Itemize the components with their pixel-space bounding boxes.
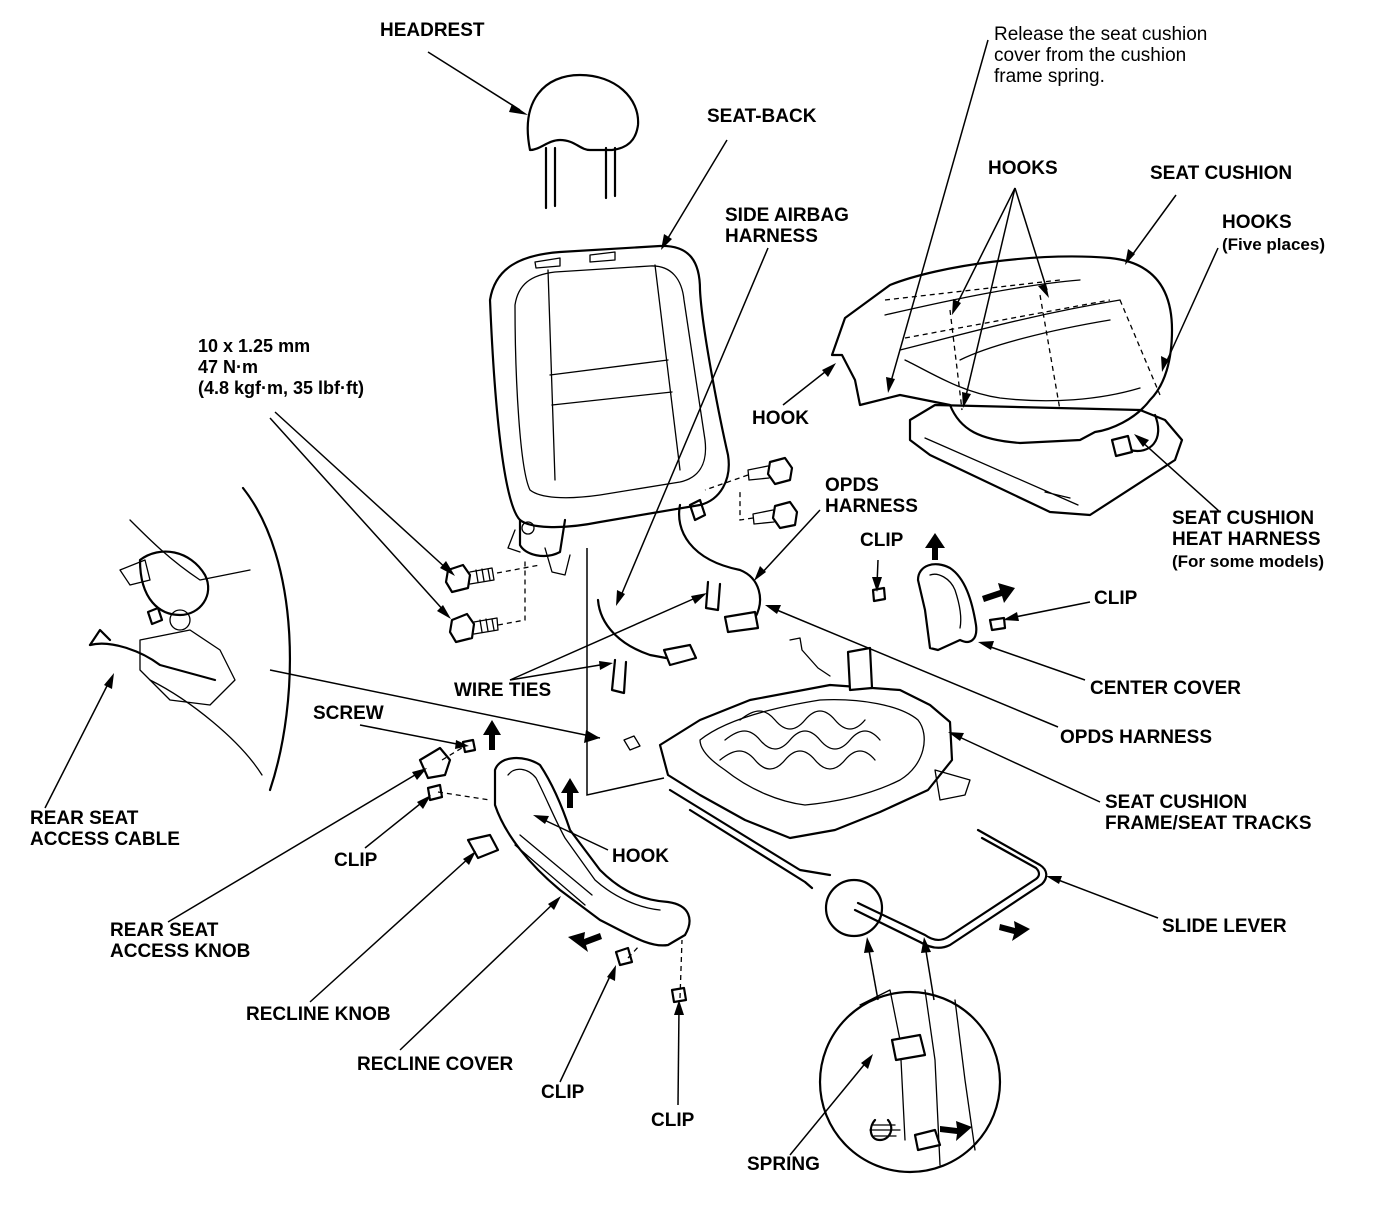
label-seat-back: SEAT-BACK	[707, 106, 817, 127]
label-clip-left: CLIP	[334, 850, 378, 871]
label-recline-knob: RECLINE KNOB	[246, 1004, 391, 1025]
side-airbag-harness-icon	[596, 503, 762, 695]
label-clip-bottom-1: CLIP	[541, 1082, 585, 1103]
label-seat-cushion-frame: SEAT CUSHION FRAME/SEAT TRACKS	[1105, 792, 1312, 834]
label-seat-cushion-heat-harness: SEAT CUSHION HEAT HARNESS	[1172, 508, 1321, 550]
label-rear-seat-access-knob: REAR SEAT ACCESS KNOB	[110, 920, 251, 962]
spring-detail-icon	[818, 989, 1002, 1174]
label-center-cover: CENTER COVER	[1090, 678, 1241, 699]
label-hook-left: HOOK	[752, 408, 809, 429]
label-hooks: HOOKS	[988, 158, 1058, 179]
note-release-cover: Release the seat cushion cover from the …	[994, 24, 1208, 87]
label-clip-right: CLIP	[1094, 588, 1138, 609]
label-headrest: HEADREST	[380, 20, 485, 41]
arrow-icon	[483, 533, 1030, 1141]
recline-cover-icon	[418, 738, 691, 1004]
center-cover-icon	[871, 563, 1007, 652]
label-five-places: (Five places)	[1222, 235, 1325, 254]
label-spring: SPRING	[747, 1154, 820, 1175]
label-hook-mid: HOOK	[612, 846, 669, 867]
label-seat-cushion: SEAT CUSHION	[1150, 163, 1293, 184]
label-recline-cover: RECLINE COVER	[357, 1054, 514, 1075]
seat-cushion-icon	[830, 255, 1184, 517]
headrest-icon	[526, 73, 640, 210]
label-rear-seat-access-cable: REAR SEAT ACCESS CABLE	[30, 808, 180, 850]
label-opds-harness-top: OPDS HARNESS	[825, 475, 918, 517]
label-side-airbag-harness: SIDE AIRBAG HARNESS	[725, 205, 849, 247]
access-cable-detail-icon	[88, 486, 292, 792]
label-slide-lever: SLIDE LEVER	[1162, 916, 1287, 937]
label-wire-ties: WIRE TIES	[454, 680, 552, 701]
cushion-frame-icon	[623, 637, 971, 890]
label-screw: SCREW	[313, 703, 384, 724]
label-clip-upper: CLIP	[860, 530, 904, 551]
leader-lines	[44, 39, 1221, 1156]
label-hooks-five: HOOKS	[1222, 212, 1292, 233]
label-for-some-models: (For some models)	[1172, 552, 1325, 571]
label-bolt-spec: 10 x 1.25 mm 47 N·m (4.8 kgf·m, 35 lbf·f…	[198, 336, 365, 398]
label-opds-harness: OPDS HARNESS	[1060, 727, 1213, 748]
bolt-icon	[444, 456, 799, 644]
label-clip-bottom-2: CLIP	[651, 1110, 695, 1131]
seat-back-icon	[488, 244, 730, 576]
